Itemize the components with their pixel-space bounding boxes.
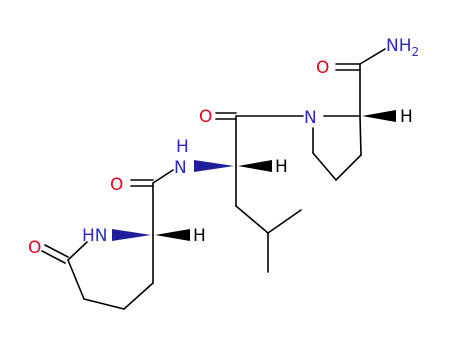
atom-pro-h: H xyxy=(400,107,413,127)
wedge-ring-nh xyxy=(112,229,151,241)
bond-c1-nh2 xyxy=(359,48,386,65)
wedge-leu-nh xyxy=(194,160,234,172)
bond-lactam-o-double-a xyxy=(44,244,69,258)
wedge-leu-h xyxy=(238,160,272,172)
atom-leu-h: H xyxy=(275,157,288,177)
atom-pro-n: N xyxy=(304,108,317,128)
atom-pro-co-o: O xyxy=(199,107,212,127)
wedge-ring-h xyxy=(155,229,190,241)
atom-lactam-o: O xyxy=(28,238,41,258)
atom-ring-co-o: O xyxy=(110,175,123,195)
bond-ring-c3-c4 xyxy=(67,259,85,300)
bond-lactam-o-double-b xyxy=(41,250,66,264)
bond-leu-cg-cd1 xyxy=(267,209,302,234)
atom-leu-nh-h: H xyxy=(176,137,189,157)
bond-leu-nh-ring-co xyxy=(152,169,174,184)
bond-ring-c1-c2 xyxy=(123,282,154,310)
atom-ring-hn: HN xyxy=(82,226,108,246)
atom-labels: NH2 O N H O N H H O HN H O xyxy=(28,36,419,258)
bonds xyxy=(41,48,386,310)
atom-amide-nh2: NH2 xyxy=(386,36,419,59)
atom-leu-n: N xyxy=(174,158,187,178)
bond-leu-cb-cg xyxy=(235,205,269,234)
atom-amide-o: O xyxy=(316,58,329,78)
wedge-pro-h xyxy=(362,110,396,122)
bond-pro-cb-ca xyxy=(359,115,362,156)
bond-pro-cg-cb xyxy=(335,154,362,181)
bond-ring-c4-n xyxy=(67,241,88,261)
bond-pro-cd-cg xyxy=(312,152,337,181)
stereo-wedges xyxy=(112,110,396,241)
bond-ring-c2-c3 xyxy=(83,298,125,310)
atom-ring-h: H xyxy=(193,226,206,246)
